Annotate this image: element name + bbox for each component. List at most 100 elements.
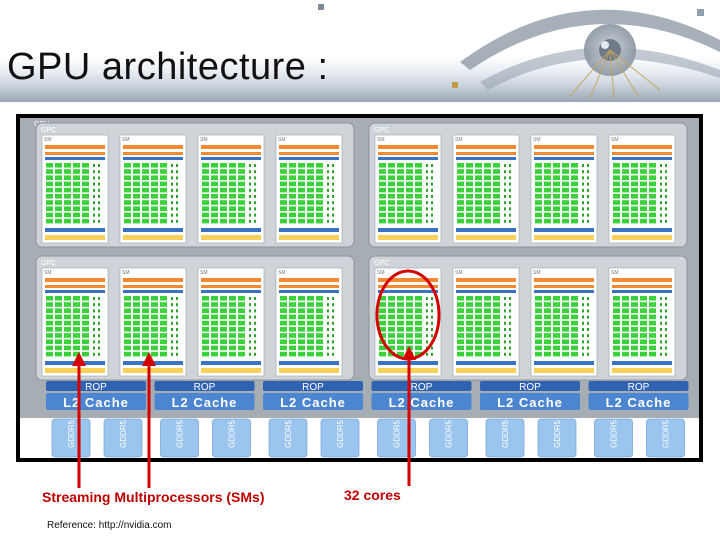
cuda-core [379,175,386,180]
cuda-core [631,351,638,357]
cuda-core [622,200,629,205]
cuda-core [631,181,638,187]
cuda-core [142,314,149,320]
cuda-core [571,314,578,320]
cuda-core [562,339,569,344]
cuda-core [238,194,245,199]
sfu-unit [587,297,589,300]
cuda-core [46,169,53,174]
cuda-core [415,314,422,320]
sfu-unit [332,207,334,211]
cuda-core [649,169,656,174]
cuda-core [571,187,578,193]
sfu-unit [582,170,584,174]
sm-orange-bar [612,278,672,282]
sfu-unit [587,309,589,313]
cuda-core [415,302,422,307]
cuda-core [73,206,80,211]
sfu-unit [176,315,178,319]
l2-cache-label: L2 Cache [172,395,238,410]
sfu-unit [93,201,95,205]
cuda-core [475,212,482,218]
sfu-unit [587,328,589,331]
sfu-unit [249,188,251,192]
sfu-unit [327,346,329,350]
cuda-core [202,327,209,332]
cuda-core [82,308,89,313]
cuda-core [475,302,482,307]
cuda-core [613,308,620,313]
cuda-core [553,194,560,199]
cuda-core [142,345,149,351]
sm-orange-bar [456,285,516,288]
sm-orange-bar [201,152,261,155]
cuda-core [379,308,386,313]
sfu-unit [332,219,334,223]
cuda-core [289,327,296,332]
sfu-unit [660,352,662,356]
cuda-core [562,181,569,187]
cuda-core [535,206,542,211]
sfu-unit [665,207,667,211]
sfu-unit [93,297,95,300]
sfu-unit [254,188,256,192]
rop-unit [154,381,255,391]
cuda-core [415,194,422,199]
cuda-core [229,351,236,357]
dram-chip-label: GDDR5 [284,419,293,448]
cuda-core [289,206,296,211]
sm-yellow-bar [378,368,438,373]
cuda-core [457,194,464,199]
cuda-core [220,194,227,199]
cuda-core [475,351,482,357]
cuda-core [298,302,305,307]
cuda-core [55,163,62,168]
cuda-core [307,175,314,180]
cuda-core [298,308,305,313]
sfu-unit [249,328,251,331]
l2-cache-block [46,393,146,410]
sfu-unit [327,315,329,319]
sfu-unit [426,297,428,300]
sfu-unit [431,219,433,223]
cuda-core [46,163,53,168]
sfu-unit [426,201,428,205]
sfu-unit [332,195,334,198]
cuda-core [397,302,404,307]
cuda-core [64,175,71,180]
cuda-core [649,320,656,326]
cuda-core [631,302,638,307]
cuda-core [415,187,422,193]
sfu-unit [254,201,256,205]
cuda-core [622,181,629,187]
sm-blue-bar [456,290,516,293]
sfu-unit [587,303,589,307]
cuda-core [415,200,422,205]
cuda-core [466,181,473,187]
rop-label: ROP [519,382,541,393]
sfu-unit [93,334,95,338]
sfu-unit [587,170,589,174]
cuda-core [613,327,620,332]
cuda-core [415,163,422,168]
cuda-core [124,320,131,326]
cuda-core [571,320,578,326]
sfu-unit [582,207,584,211]
cuda-core [82,200,89,205]
sm-label: SM [533,270,541,276]
cuda-core [388,175,395,180]
cuda-core [82,302,89,307]
cuda-core [535,181,542,187]
sm-orange-bar [534,285,594,288]
cuda-core [73,187,80,193]
cuda-core [64,302,71,307]
sfu-unit [665,188,667,192]
cuda-core [289,308,296,313]
sfu-unit [431,170,433,174]
cuda-core [397,333,404,338]
sm-orange-bar [534,145,594,149]
sm-blue-bar [456,361,516,365]
sfu-unit [665,176,667,180]
sm-blue-bar [45,361,105,365]
cuda-core [229,320,236,326]
